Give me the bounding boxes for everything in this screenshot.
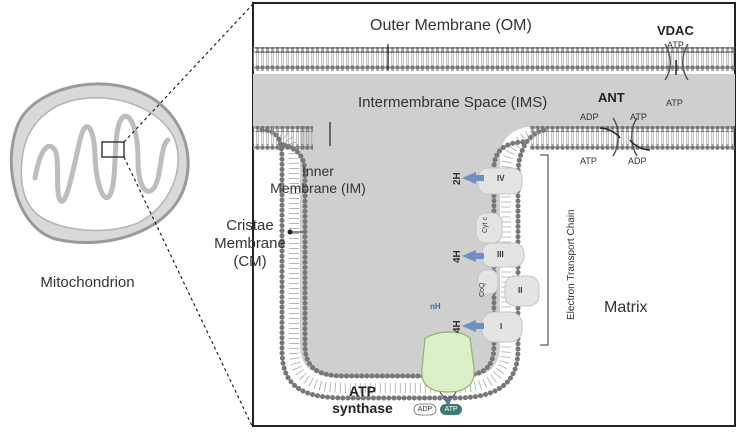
zoom-line-top: [123, 3, 254, 143]
complex-iv-label: IV: [497, 174, 505, 183]
complex-i-label: I: [500, 322, 503, 331]
etc-label: Electron Transport Chain: [566, 209, 577, 320]
zoom-line-bottom: [123, 156, 254, 429]
ant-atp-bottom-left: ATP: [580, 156, 597, 166]
cristae-membrane: [259, 125, 548, 401]
ims-label: Intermembrane Space (IMS): [358, 94, 548, 111]
proton-4h-label-2: 4H: [452, 320, 463, 333]
atp-synthase-label-line1: ATP: [349, 383, 376, 399]
cytochrome-c: [475, 212, 503, 244]
atp-pill: [440, 404, 462, 415]
complex-iii-label: III: [497, 250, 504, 259]
proton-4h-label-1: 4H: [452, 250, 463, 263]
atp-synthase-label: ATP synthase: [325, 383, 400, 417]
cristae-label-line3: (CM): [233, 253, 267, 270]
proton-nh-label: nH: [430, 302, 441, 311]
vdac-channel: [664, 43, 689, 81]
adp-pill-label: ADP: [417, 406, 433, 413]
outer-membrane: [253, 44, 735, 71]
proton-2h-label: 2H: [452, 172, 463, 185]
etc-bracket: [540, 154, 549, 346]
atp-synthase-shape: [421, 331, 475, 408]
zoom-box: [101, 141, 125, 158]
intermembrane-space: [253, 74, 735, 126]
cristae-label-line2: Membrane: [214, 235, 286, 252]
cytc-label: Cyt c: [482, 217, 489, 233]
outer-membrane-label: Outer Membrane (OM): [370, 17, 532, 34]
cristae-label-line1: Cristae: [226, 217, 274, 234]
complex-ii-label: II: [518, 286, 523, 295]
inner-membrane-label: Inner Membrane (IM): [268, 163, 368, 197]
ant-atp-top-right: ATP: [630, 112, 647, 122]
inner-membrane-label-line2: Membrane (IM): [270, 180, 366, 196]
complex-ii: [504, 275, 540, 307]
etc-complexes: [475, 167, 540, 343]
vdac-atp-bottom: ATP: [666, 98, 683, 108]
vdac-title: VDAC: [657, 23, 694, 38]
adp-pill: [413, 403, 437, 416]
ant-adp-top-left: ADP: [580, 112, 599, 122]
coq-label: CoQ: [479, 282, 486, 297]
matrix-label: Matrix: [604, 299, 648, 316]
cristae-membrane-label: Cristae Membrane (CM): [205, 217, 295, 271]
mitochondrion-drawing: [9, 3, 254, 429]
ant-adp-bottom-right: ADP: [628, 156, 647, 166]
ant-channel: [599, 117, 651, 157]
atp-pill-label: ATP: [444, 406, 458, 413]
mitochondrion-label: Mitochondrion: [40, 274, 135, 291]
ant-title: ANT: [598, 90, 625, 105]
atp-synthase-label-line2: synthase: [332, 400, 393, 416]
vdac-atp-top: ATP: [667, 40, 684, 50]
inner-membrane-label-line1: Inner: [302, 163, 334, 179]
coq-shape: [477, 269, 499, 295]
